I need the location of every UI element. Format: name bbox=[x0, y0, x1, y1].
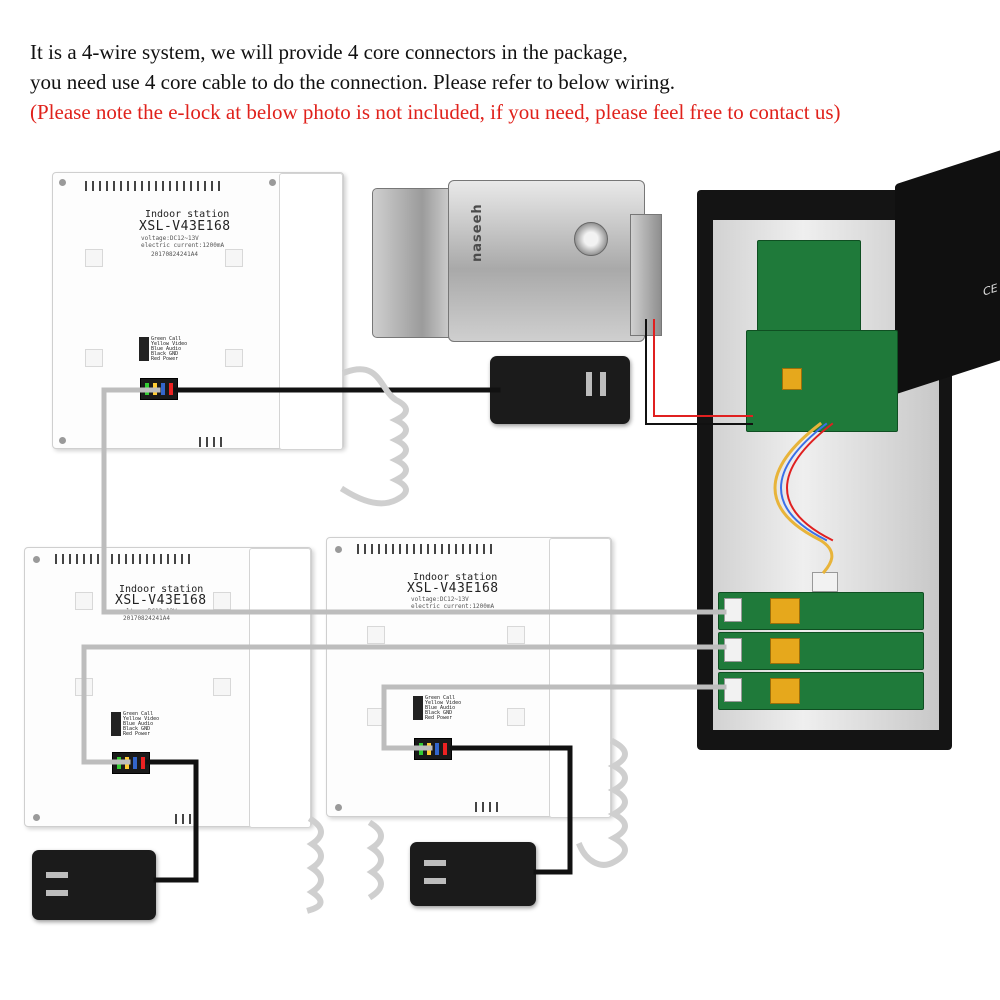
monitor-2-pin-legend: Green Call Yellow Video Blue Audio Black… bbox=[123, 711, 160, 737]
monitor-3-top-vent bbox=[357, 544, 492, 554]
handset-cord-1 bbox=[339, 366, 409, 507]
home3-call-board bbox=[718, 672, 924, 710]
door-station-ribbon-wire bbox=[773, 421, 834, 575]
indoor-monitor-2: Indoor station XSL-V43E168 voltage:DC12~… bbox=[24, 547, 312, 828]
main-control-pcb-board bbox=[746, 330, 898, 432]
monitor-2-top-vent bbox=[55, 554, 190, 564]
monitor-2-label-serial: 20170824241A4 bbox=[123, 615, 170, 622]
monitor-3-mount-slot bbox=[367, 626, 385, 644]
power-cable-3 bbox=[449, 745, 573, 875]
e-lock-black-wire bbox=[645, 319, 753, 425]
monitor-1-handset-cradle bbox=[279, 173, 343, 450]
monitor-3-pin-legend: Green Call Yellow Video Blue Audio Black… bbox=[425, 695, 462, 721]
monitor-1-top-vent bbox=[85, 181, 220, 191]
monitor-3-screw bbox=[335, 546, 342, 553]
monitor-1-mount-slot bbox=[225, 249, 243, 267]
monitor-1-label-current: electric current:1200mA bbox=[141, 242, 225, 249]
monitor-2-mount-slot bbox=[213, 678, 231, 696]
monitor-1-label-model: XSL-V43E168 bbox=[139, 219, 231, 234]
home1-relay bbox=[770, 598, 800, 624]
camera-pcb-board bbox=[757, 240, 861, 332]
monitor-2-label-title: Indoor station bbox=[119, 584, 204, 595]
e-lock-body bbox=[448, 180, 645, 342]
e-lock-red-wire bbox=[653, 319, 753, 417]
monitor-2-screw bbox=[33, 814, 40, 821]
monitor-3-pin-color-strip bbox=[413, 696, 423, 720]
home3-connector-port bbox=[724, 678, 742, 702]
monitor-1-label-serial: 20170824241A4 bbox=[151, 251, 198, 258]
monitor-1-mount-slot bbox=[225, 349, 243, 367]
monitor-1-label-title: Indoor station bbox=[145, 209, 230, 220]
e-lock-key-button bbox=[574, 222, 608, 256]
power-adapter-1 bbox=[490, 356, 630, 424]
monitor-1-screw bbox=[269, 179, 276, 186]
monitor-3-label-title: Indoor station bbox=[413, 572, 498, 583]
monitor-1-bottom-vent bbox=[199, 437, 222, 447]
cable-monitor-2-to-home2 bbox=[81, 644, 727, 765]
monitor-1-mount-slot bbox=[85, 249, 103, 267]
home2-connector-port bbox=[724, 638, 742, 662]
handset-cord-3 bbox=[576, 737, 628, 868]
monitor-3-mount-slot bbox=[507, 708, 525, 726]
monitor-1-pin-color-strip bbox=[139, 337, 149, 361]
power-adapter-2 bbox=[32, 850, 156, 920]
cable-monitor-1-to-home1 bbox=[101, 387, 727, 615]
handset-cord-2b bbox=[366, 819, 384, 901]
caption-line-1: It is a 4-wire system, we will provide 4… bbox=[30, 40, 628, 64]
monitor-2-screw bbox=[33, 556, 40, 563]
indoor-monitor-1: Indoor station XSL-V43E168 voltage:DC12~… bbox=[52, 172, 344, 450]
adapter-2-prong bbox=[46, 890, 68, 896]
door-station-ribbon-wire bbox=[780, 422, 828, 542]
e-lock-bolt-housing bbox=[372, 188, 456, 338]
monitor-2-pin-color-strip bbox=[111, 712, 121, 736]
monitor-3-mount-slot bbox=[507, 626, 525, 644]
adapter-3-prong bbox=[424, 860, 446, 866]
monitor-1-screw bbox=[59, 179, 66, 186]
main-board-relay bbox=[782, 368, 802, 390]
monitor-1-mount-slot bbox=[85, 349, 103, 367]
home2-relay bbox=[770, 638, 800, 664]
adapter-3-prong bbox=[424, 878, 446, 884]
monitor-1-screw bbox=[59, 437, 66, 444]
cable-monitor-3-to-home3 bbox=[381, 684, 727, 751]
monitor-2-label-model: XSL-V43E168 bbox=[115, 593, 207, 608]
monitor-1-label-spec: voltage:DC12~13V bbox=[141, 235, 199, 242]
monitor-2-handset-cradle bbox=[249, 548, 311, 828]
handset-cord-2 bbox=[306, 815, 324, 914]
caption-note-line: (Please note the e-lock at below photo i… bbox=[30, 100, 841, 124]
door-station-ribbon-wire bbox=[786, 422, 834, 542]
monitor-2-mount-slot bbox=[75, 592, 93, 610]
monitor-3-handset-cradle bbox=[549, 538, 611, 818]
adapter-1-prong bbox=[586, 372, 592, 396]
monitor-3-label-model: XSL-V43E168 bbox=[407, 581, 499, 596]
monitor-3-screw bbox=[335, 804, 342, 811]
caption-line-2: you need use 4 core cable to do the conn… bbox=[30, 70, 675, 94]
power-cable-2 bbox=[145, 759, 199, 883]
monitor-3-label-current: electric current:1200mA bbox=[411, 603, 495, 610]
adapter-1-prong bbox=[600, 372, 606, 396]
adapter-2-prong bbox=[46, 872, 68, 878]
monitor-1-pin-legend: Green Call Yellow Video Blue Audio Black… bbox=[151, 336, 188, 362]
home3-relay bbox=[770, 678, 800, 704]
monitor-3-label-spec: voltage:DC12~13V bbox=[411, 596, 469, 603]
home1-call-board bbox=[718, 592, 924, 630]
monitor-3-bottom-vent bbox=[475, 802, 498, 812]
home2-call-board bbox=[718, 632, 924, 670]
power-adapter-3 bbox=[410, 842, 536, 906]
indoor-monitor-3: Indoor station XSL-V43E168 voltage:DC12~… bbox=[326, 537, 612, 818]
